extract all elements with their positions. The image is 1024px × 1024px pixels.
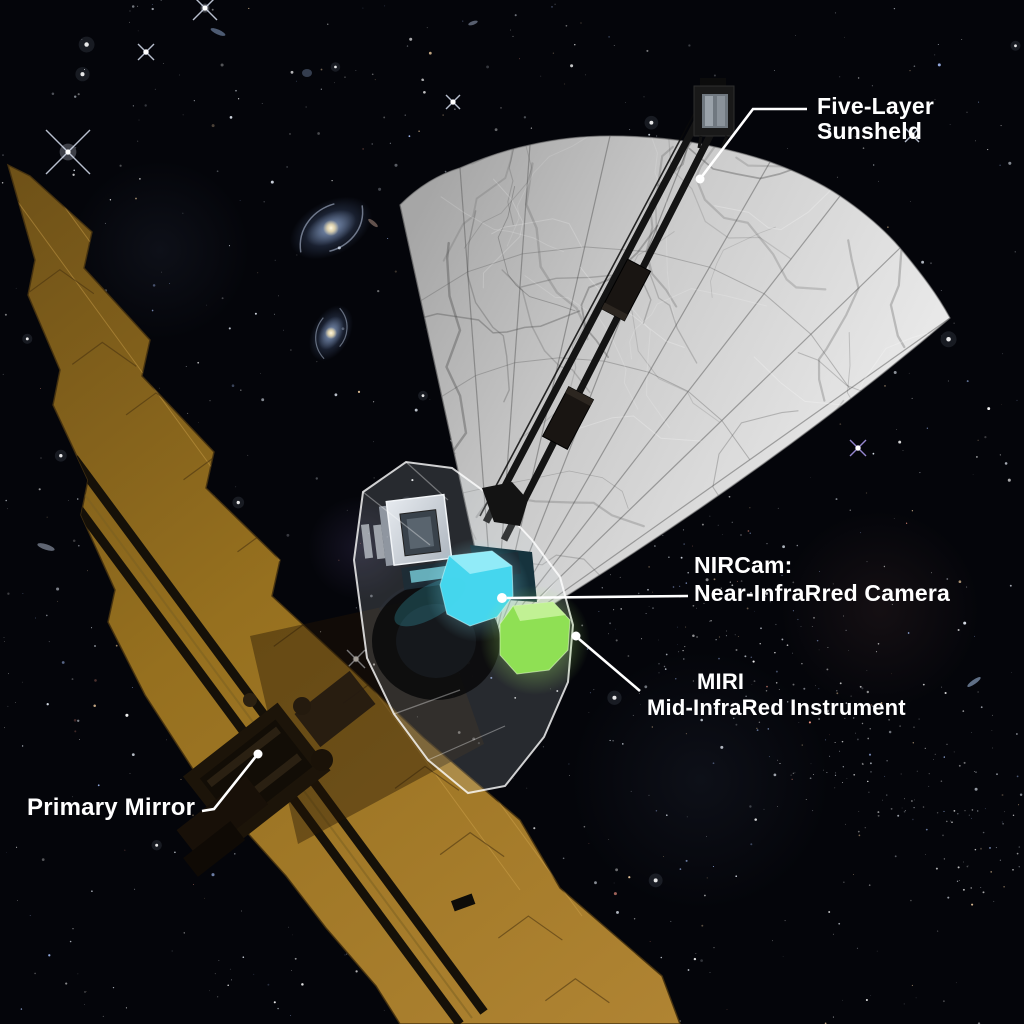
callout-sunshield-dot bbox=[695, 174, 705, 184]
miri-box bbox=[499, 601, 571, 675]
boom-sleeve-upper bbox=[600, 258, 652, 322]
mirror-hatch bbox=[450, 893, 476, 912]
module-top-box bbox=[360, 493, 453, 567]
label-primary-mirror-text: Primary Mirror bbox=[27, 794, 196, 821]
label-nircam-line1: NIRCam: bbox=[694, 552, 793, 578]
callout-nircam-dot bbox=[497, 593, 507, 603]
distant-galaxies bbox=[37, 20, 981, 687]
label-five-layer-sunsheld-line1: Five-Layer bbox=[817, 93, 935, 119]
nebula-haze bbox=[70, 160, 980, 910]
label-miri-line1: MIRI bbox=[697, 669, 745, 694]
callout-primary-mirror-dot bbox=[253, 749, 263, 759]
sunshield-booms bbox=[479, 78, 735, 542]
instrument-module bbox=[352, 460, 590, 795]
spiral-galaxy-large bbox=[289, 196, 373, 260]
callout-miri-dot bbox=[571, 631, 581, 641]
label-primary-mirror: Primary Mirror bbox=[27, 795, 195, 821]
nircam-box bbox=[394, 550, 514, 627]
callout-miri bbox=[571, 631, 641, 692]
callouts bbox=[201, 107, 807, 813]
label-nircam: NIRCam: Near-InfraRred Camera bbox=[694, 551, 950, 607]
callout-sunshield bbox=[695, 107, 807, 184]
callout-nircam bbox=[497, 593, 689, 603]
boom-sleeve-lower bbox=[541, 386, 595, 450]
label-nircam-line2: Near-InfraRred Camera bbox=[694, 580, 951, 606]
label-five-layer-sunsheld-line2: Sunsheld bbox=[817, 118, 923, 144]
callout-primary-mirror bbox=[201, 749, 263, 813]
label-five-layer-sunsheld: Five-Layer Sunsheld bbox=[817, 94, 934, 144]
label-miri-line2: Mid-InfraRed Instrument bbox=[647, 695, 906, 720]
boom-attach-bracket bbox=[482, 482, 528, 526]
spiral-galaxy-small bbox=[309, 305, 353, 361]
label-miri: MIRI Mid-InfraRed Instrument bbox=[647, 669, 906, 721]
sunshield-tip-box bbox=[693, 78, 735, 149]
